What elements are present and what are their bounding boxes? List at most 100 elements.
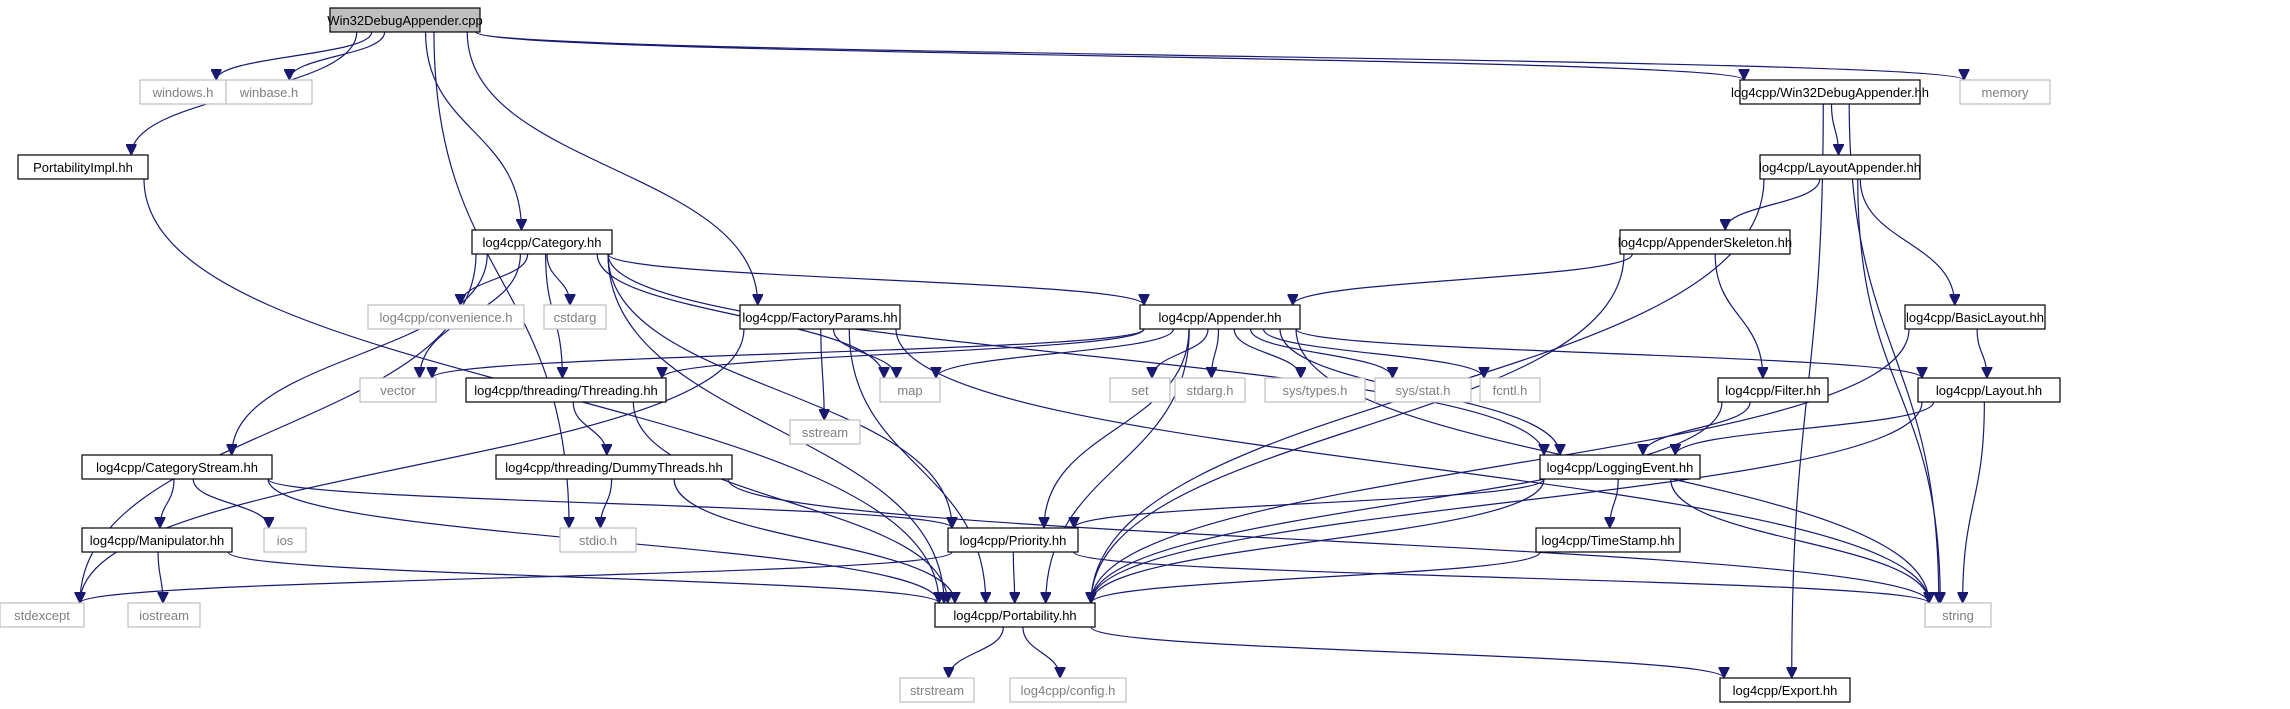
edge-portability-to-config — [1022, 626, 1060, 679]
node-cstdarg: cstdarg — [543, 304, 607, 330]
edges-layer — [80, 31, 1987, 679]
node-label: windows.h — [152, 85, 214, 100]
node-vector: vector — [359, 377, 437, 403]
node-label: log4cpp/Filter.hh — [1725, 383, 1820, 398]
edge-root-to-w32dah — [475, 31, 1744, 81]
node-factory[interactable]: log4cpp/FactoryParams.hh — [739, 304, 901, 330]
edge-root-to-category — [424, 31, 522, 230]
node-box — [495, 454, 733, 480]
node-appender[interactable]: log4cpp/Appender.hh — [1139, 304, 1301, 330]
node-label: log4cpp/Manipulator.hh — [90, 533, 224, 548]
node-box — [934, 602, 1096, 628]
edge-priority-to-string — [1073, 551, 1929, 604]
node-layout[interactable]: log4cpp/Layout.hh — [1917, 377, 2061, 403]
node-box — [1374, 377, 1472, 403]
node-box — [789, 419, 861, 445]
node-fcntl: fcntl.h — [1479, 377, 1541, 403]
edge-category-to-appender — [607, 253, 1144, 306]
edge-portability-to-strstream — [949, 626, 1004, 679]
edge-layoutapp-to-string — [1857, 178, 1941, 603]
edge-appskel-to-filter — [1714, 253, 1763, 378]
node-box — [1759, 154, 1921, 180]
edge-manip-to-iostream — [157, 551, 163, 603]
node-catstream[interactable]: log4cpp/CategoryStream.hh — [81, 454, 273, 480]
node-label: log4cpp/LoggingEvent.hh — [1547, 460, 1694, 475]
node-box — [879, 377, 941, 403]
node-box — [1174, 377, 1246, 403]
node-label: vector — [380, 383, 416, 398]
node-box — [81, 454, 273, 480]
node-label: memory — [1982, 85, 2029, 100]
node-box — [1139, 304, 1301, 330]
node-label: stdio.h — [579, 533, 617, 548]
node-w32dah[interactable]: log4cpp/Win32DebugAppender.hh — [1731, 79, 1929, 105]
node-portability[interactable]: log4cpp/Portability.hh — [934, 602, 1096, 628]
node-sysstat: sys/stat.h — [1374, 377, 1472, 403]
node-label: log4cpp/convenience.h — [380, 310, 513, 325]
edge-logevent-to-timestamp — [1610, 478, 1619, 528]
edge-factory-to-sstream — [821, 328, 825, 420]
edge-category-to-portability — [607, 253, 944, 603]
node-box — [947, 527, 1079, 553]
edge-appender-to-threading — [662, 328, 1145, 379]
edge-category-to-priority — [607, 253, 952, 528]
node-threading[interactable]: log4cpp/threading/Threading.hh — [465, 377, 667, 403]
edge-priority-to-portability — [1013, 551, 1014, 603]
node-box — [465, 377, 667, 403]
edge-root-to-stdio — [433, 31, 569, 528]
edge-appender-to-fcntl — [1262, 328, 1485, 379]
edge-appender-to-stdarg — [1212, 328, 1220, 378]
node-label: Win32DebugAppender.cpp — [327, 13, 482, 28]
edge-layout-to-portability — [1091, 401, 1923, 603]
node-label: sys/types.h — [1282, 383, 1347, 398]
node-category[interactable]: log4cpp/Category.hh — [471, 229, 613, 255]
node-box — [1924, 602, 1992, 628]
node-logevent[interactable]: log4cpp/LoggingEvent.hh — [1539, 454, 1701, 480]
edge-appender-to-vector — [432, 328, 1145, 379]
node-winbase: winbase.h — [225, 79, 313, 105]
node-dummy[interactable]: log4cpp/threading/DummyThreads.hh — [495, 454, 733, 480]
node-box — [263, 527, 307, 553]
node-label: log4cpp/Export.hh — [1733, 683, 1838, 698]
node-basiclayout[interactable]: log4cpp/BasicLayout.hh — [1904, 304, 2046, 330]
edge-root-to-factory — [466, 31, 758, 305]
edge-appender-to-portability — [1046, 328, 1190, 603]
node-label: PortabilityImpl.hh — [33, 160, 133, 175]
edge-category-to-logevent — [607, 253, 1544, 455]
edge-basiclayout-to-portability — [1091, 328, 1910, 603]
edge-catstream-to-manip — [160, 478, 175, 528]
node-label: sys/stat.h — [1396, 383, 1451, 398]
edge-w32dah-to-layoutapp — [1830, 103, 1839, 155]
node-box — [0, 602, 85, 628]
node-label: fcntl.h — [1493, 383, 1528, 398]
edge-logevent-to-priority — [1074, 478, 1545, 529]
node-label: log4cpp/AppenderSkeleton.hh — [1618, 235, 1792, 250]
node-filter[interactable]: log4cpp/Filter.hh — [1717, 377, 1829, 403]
node-box — [1535, 527, 1681, 553]
edge-dummy-to-portability — [673, 478, 955, 603]
node-box — [1109, 377, 1171, 403]
node-export[interactable]: log4cpp/Export.hh — [1719, 677, 1851, 703]
node-label: cstdarg — [554, 310, 597, 325]
edge-basiclayout-to-layout — [1976, 328, 1987, 378]
edge-appender-to-sysstat — [1249, 328, 1392, 379]
edge-dummy-to-string — [727, 478, 1929, 603]
node-layoutapp[interactable]: log4cpp/LayoutAppender.hh — [1759, 154, 1921, 180]
node-box — [1619, 229, 1791, 255]
node-set: set — [1109, 377, 1171, 403]
node-timestamp[interactable]: log4cpp/TimeStamp.hh — [1535, 527, 1681, 553]
node-portimpl[interactable]: PortabilityImpl.hh — [17, 154, 149, 180]
node-ios: ios — [263, 527, 307, 553]
node-priority[interactable]: log4cpp/Priority.hh — [947, 527, 1079, 553]
edge-layout-to-string — [1963, 401, 1985, 603]
node-label: log4cpp/TimeStamp.hh — [1541, 533, 1674, 548]
node-root[interactable]: Win32DebugAppender.cpp — [327, 7, 483, 33]
node-box — [367, 304, 525, 330]
node-label: map — [897, 383, 922, 398]
node-appskel[interactable]: log4cpp/AppenderSkeleton.hh — [1618, 229, 1792, 255]
nodes-layer: Win32DebugAppender.cpp windows.h winbase.h… — [0, 7, 2061, 703]
edge-catstream-to-ios — [192, 478, 269, 529]
edge-appender-to-systypes — [1233, 328, 1301, 379]
node-label: stdarg.h — [1187, 383, 1234, 398]
node-manip[interactable]: log4cpp/Manipulator.hh — [81, 527, 233, 553]
